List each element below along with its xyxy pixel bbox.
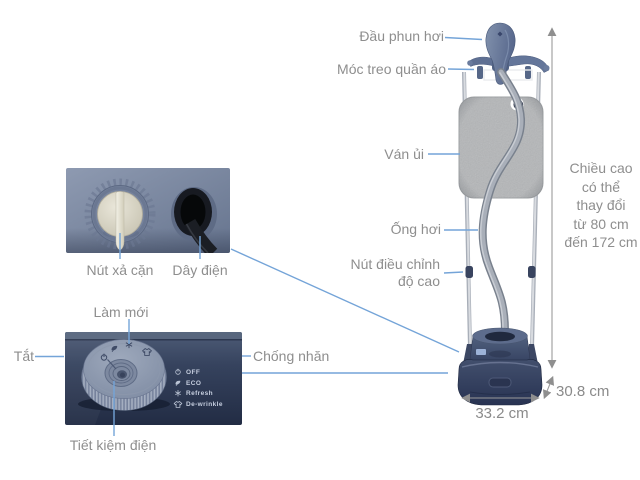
ironing-board: [458, 96, 544, 199]
height-adjust-clamp-right: [528, 266, 536, 278]
shirt-icon: [141, 348, 153, 356]
leader-height-knob: [443, 271, 464, 274]
steam-hose-label: Ống hơi: [390, 221, 441, 237]
water-tank: [463, 327, 538, 368]
drain-knob-label: Nút xả cặn: [86, 262, 154, 278]
dial-legend-dewrinkle: De-wrinkle: [186, 400, 223, 408]
depth-dimension-label: 30.8 cm: [556, 383, 610, 400]
power-off-icon: [175, 368, 181, 375]
depth-dimension-line: [542, 375, 555, 400]
energy-saving-mode-label: Tiết kiệm điện: [69, 437, 157, 453]
refresh-mode-label: Làm mới: [93, 304, 149, 320]
drain-knob-handle: [115, 191, 125, 251]
leader-lines: [35, 36, 483, 436]
base-handle: [488, 377, 512, 388]
steam-hose: [478, 68, 526, 336]
power-cord-label: Dây điện: [172, 262, 228, 278]
snowflake-icon: [175, 390, 181, 397]
power-off-icon: [100, 353, 108, 361]
dial-legend-refresh: Refresh: [186, 390, 214, 397]
steamer-illustration: [457, 22, 557, 406]
height-adjust-clamp-left: [465, 266, 473, 278]
dial-legend-off: OFF: [186, 369, 201, 376]
tank-badge: [476, 349, 486, 355]
width-dimension-label: 33.2 cm: [475, 405, 529, 422]
leader-drain-callout-to-base: [230, 248, 460, 353]
dial-indicator: [107, 359, 117, 370]
shirt-icon: [173, 401, 183, 408]
height-adjust-knob-label: Nút điều chỉnh độ cao: [350, 256, 440, 289]
off-mode-label: Tắt: [13, 348, 34, 364]
garment-clip-left: [477, 66, 483, 79]
eco-icon: [175, 380, 181, 386]
garment-clip-right: [525, 66, 531, 79]
drain-callout-photo: [66, 168, 230, 253]
anti-wrinkle-mode-label: Chống nhăn: [253, 348, 330, 364]
ironing-board-label: Ván ủi: [384, 146, 424, 162]
dial-callout-photo: [65, 332, 242, 425]
eco-icon: [111, 345, 118, 353]
dial-legend-eco: ECO: [186, 379, 202, 387]
leader-steam-head: [444, 36, 483, 41]
leader-hanger: [447, 68, 475, 71]
hanger-hook-label: Móc treo quần áo: [337, 61, 446, 77]
steam-head-label: Đầu phun hơi: [359, 28, 444, 44]
power-cord: [184, 218, 218, 253]
